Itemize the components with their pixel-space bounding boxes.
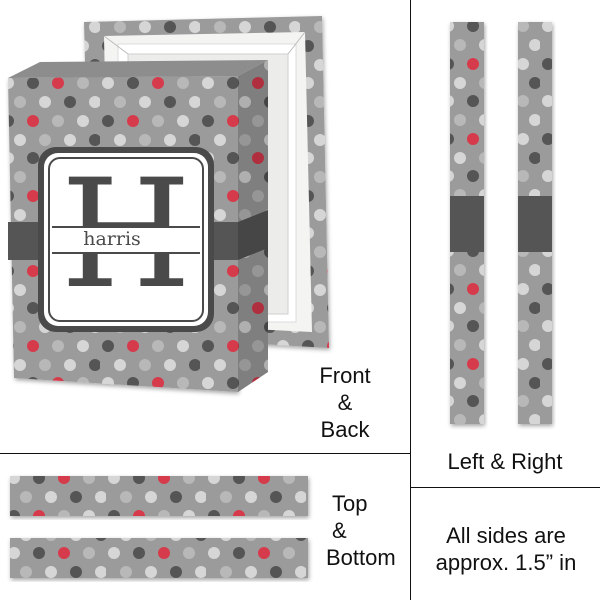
monogram-name-strip xyxy=(52,226,200,254)
bottom-strip xyxy=(10,538,308,578)
vertical-divider xyxy=(410,0,411,600)
size-note: All sides are approx. 1.5” in xyxy=(435,523,577,575)
left-right-strips xyxy=(440,18,570,430)
side-strips xyxy=(450,22,552,424)
front-back-illustration: H harris xyxy=(0,0,345,400)
right-horizontal-divider xyxy=(410,487,600,488)
monogram-name: harris xyxy=(83,228,141,250)
top-bottom-label: Top & Bottom xyxy=(326,491,396,570)
right-strip xyxy=(518,22,552,424)
left-strip xyxy=(450,22,484,424)
front-back-label: Front & Back xyxy=(319,363,371,442)
top-bottom-strips xyxy=(6,470,314,588)
left-horizontal-divider xyxy=(0,453,410,454)
left-right-label: Left & Right xyxy=(447,449,563,474)
top-bottom-pieces xyxy=(10,476,308,578)
top-strip xyxy=(10,476,308,516)
